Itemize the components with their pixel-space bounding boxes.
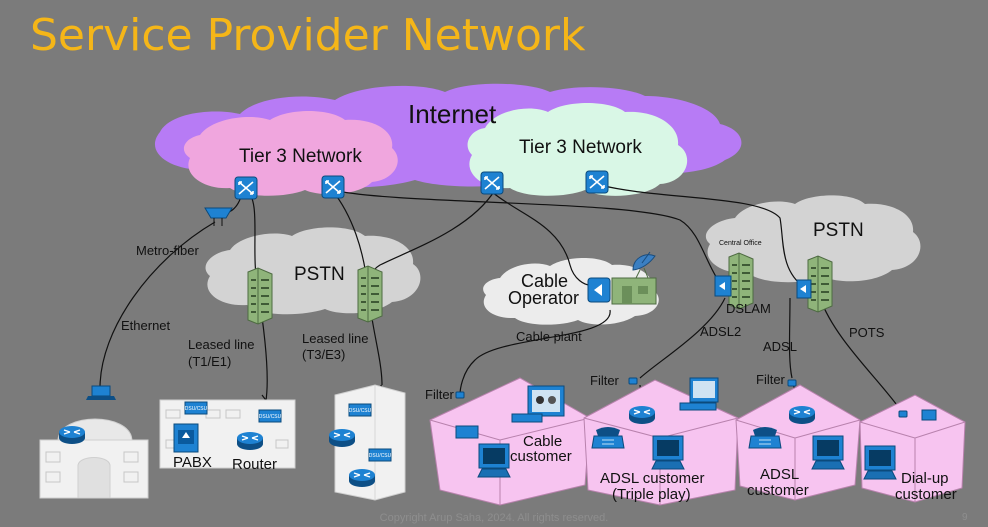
leased-t3-label-1: Leased line [302,331,369,346]
dsu-csu-icon [258,409,283,423]
switch-icon [321,175,345,199]
house-cable-customer [429,377,591,506]
house-triple-play [583,377,739,506]
leased-t3-label-2: (T3/E3) [302,347,345,362]
laptop-icon [86,385,116,400]
triple-customer-label-1: ADSL customer [600,470,704,487]
cable-operator-cloud [483,257,659,325]
filter-icon [787,379,797,387]
cable-operator-label-2: Operator [508,288,579,308]
filter-label-triple: Filter [590,373,620,388]
slide-title: Service Provider Network [30,10,586,61]
campus-building [39,385,149,499]
metro-fiber-label: Metro-fiber [136,243,200,258]
television-icon [527,385,565,417]
switch-icon [480,171,504,195]
satellite-dish-icon [632,251,656,279]
switch-icon [234,176,258,200]
telephone-icon [748,426,782,449]
computer-icon [811,435,845,470]
metro-switch-icon [204,207,233,226]
pabx-label: PABX [173,454,212,471]
dslam-label: DSLAM [726,301,771,316]
dsu-csu-icon [368,448,393,462]
router-icon [328,428,356,448]
internet-label: Internet [408,99,497,129]
filter-label-cable: Filter [425,387,455,402]
filter-icon [898,410,908,418]
central-office-building-icon [357,265,383,323]
pstn-right-cloud [705,195,921,283]
central-office-building-icon [247,267,273,325]
router-label: Router [232,456,277,473]
filter-label-adsl: Filter [756,372,786,387]
telephone-icon [591,426,625,449]
dialup-customer-label-1: Dial-up [901,470,949,487]
pabx-icon [173,423,199,453]
pots-switch-icon [796,279,812,299]
computer-icon [477,443,511,478]
television-icon [689,377,719,403]
filter-icon [455,391,465,399]
leased-t1-label-2: (T1/E1) [188,354,231,369]
dialup-customer-label-2: customer [895,486,957,503]
dsu-csu-icon [184,401,209,415]
cable-operator-label-1: Cable [521,271,568,291]
dslam-icon [714,275,732,297]
router-icon [348,468,376,488]
filter-icon [628,377,638,385]
adsl-customer-label-2: customer [747,482,809,499]
house-dialup-customer [859,394,966,503]
router-icon [788,405,816,425]
adsl2-label: ADSL2 [700,324,741,339]
computer-icon [863,445,897,480]
switch-icon [585,170,609,194]
central-office-label: Central Office [719,240,762,247]
office-building-pabx [159,399,296,469]
page-number: 9 [962,512,968,523]
router-icon [628,405,656,425]
router-icon [236,431,264,451]
tier3-right-cloud [467,103,688,196]
ethernet-label: Ethernet [121,318,171,333]
dsu-csu-icon [348,403,373,417]
adsl-label: ADSL [763,339,797,354]
cable-plant-label: Cable plant [516,329,582,344]
adsl-customer-label-1: ADSL [760,466,799,483]
cable-customer-label-1: Cable [523,433,562,450]
copyright-footer: Copyright Arup Saha, 2024. All rights re… [379,512,609,524]
pstn-right-label: PSTN [813,220,864,241]
tall-building [328,384,406,501]
pots-label: POTS [849,325,885,340]
computer-icon [651,435,685,470]
cable-customer-label-2: customer [510,448,572,465]
tier3-left-cloud [183,111,398,196]
tier3-left-label: Tier 3 Network [239,146,362,167]
pstn-left-label: PSTN [294,264,345,285]
house-adsl-customer [735,379,861,501]
leased-t1-label-1: Leased line [188,337,255,352]
cable-operator-headend [587,277,657,305]
tier3-right-label: Tier 3 Network [519,137,642,158]
triple-customer-label-2: (Triple play) [612,486,691,503]
central-office-building-icon [807,255,833,313]
